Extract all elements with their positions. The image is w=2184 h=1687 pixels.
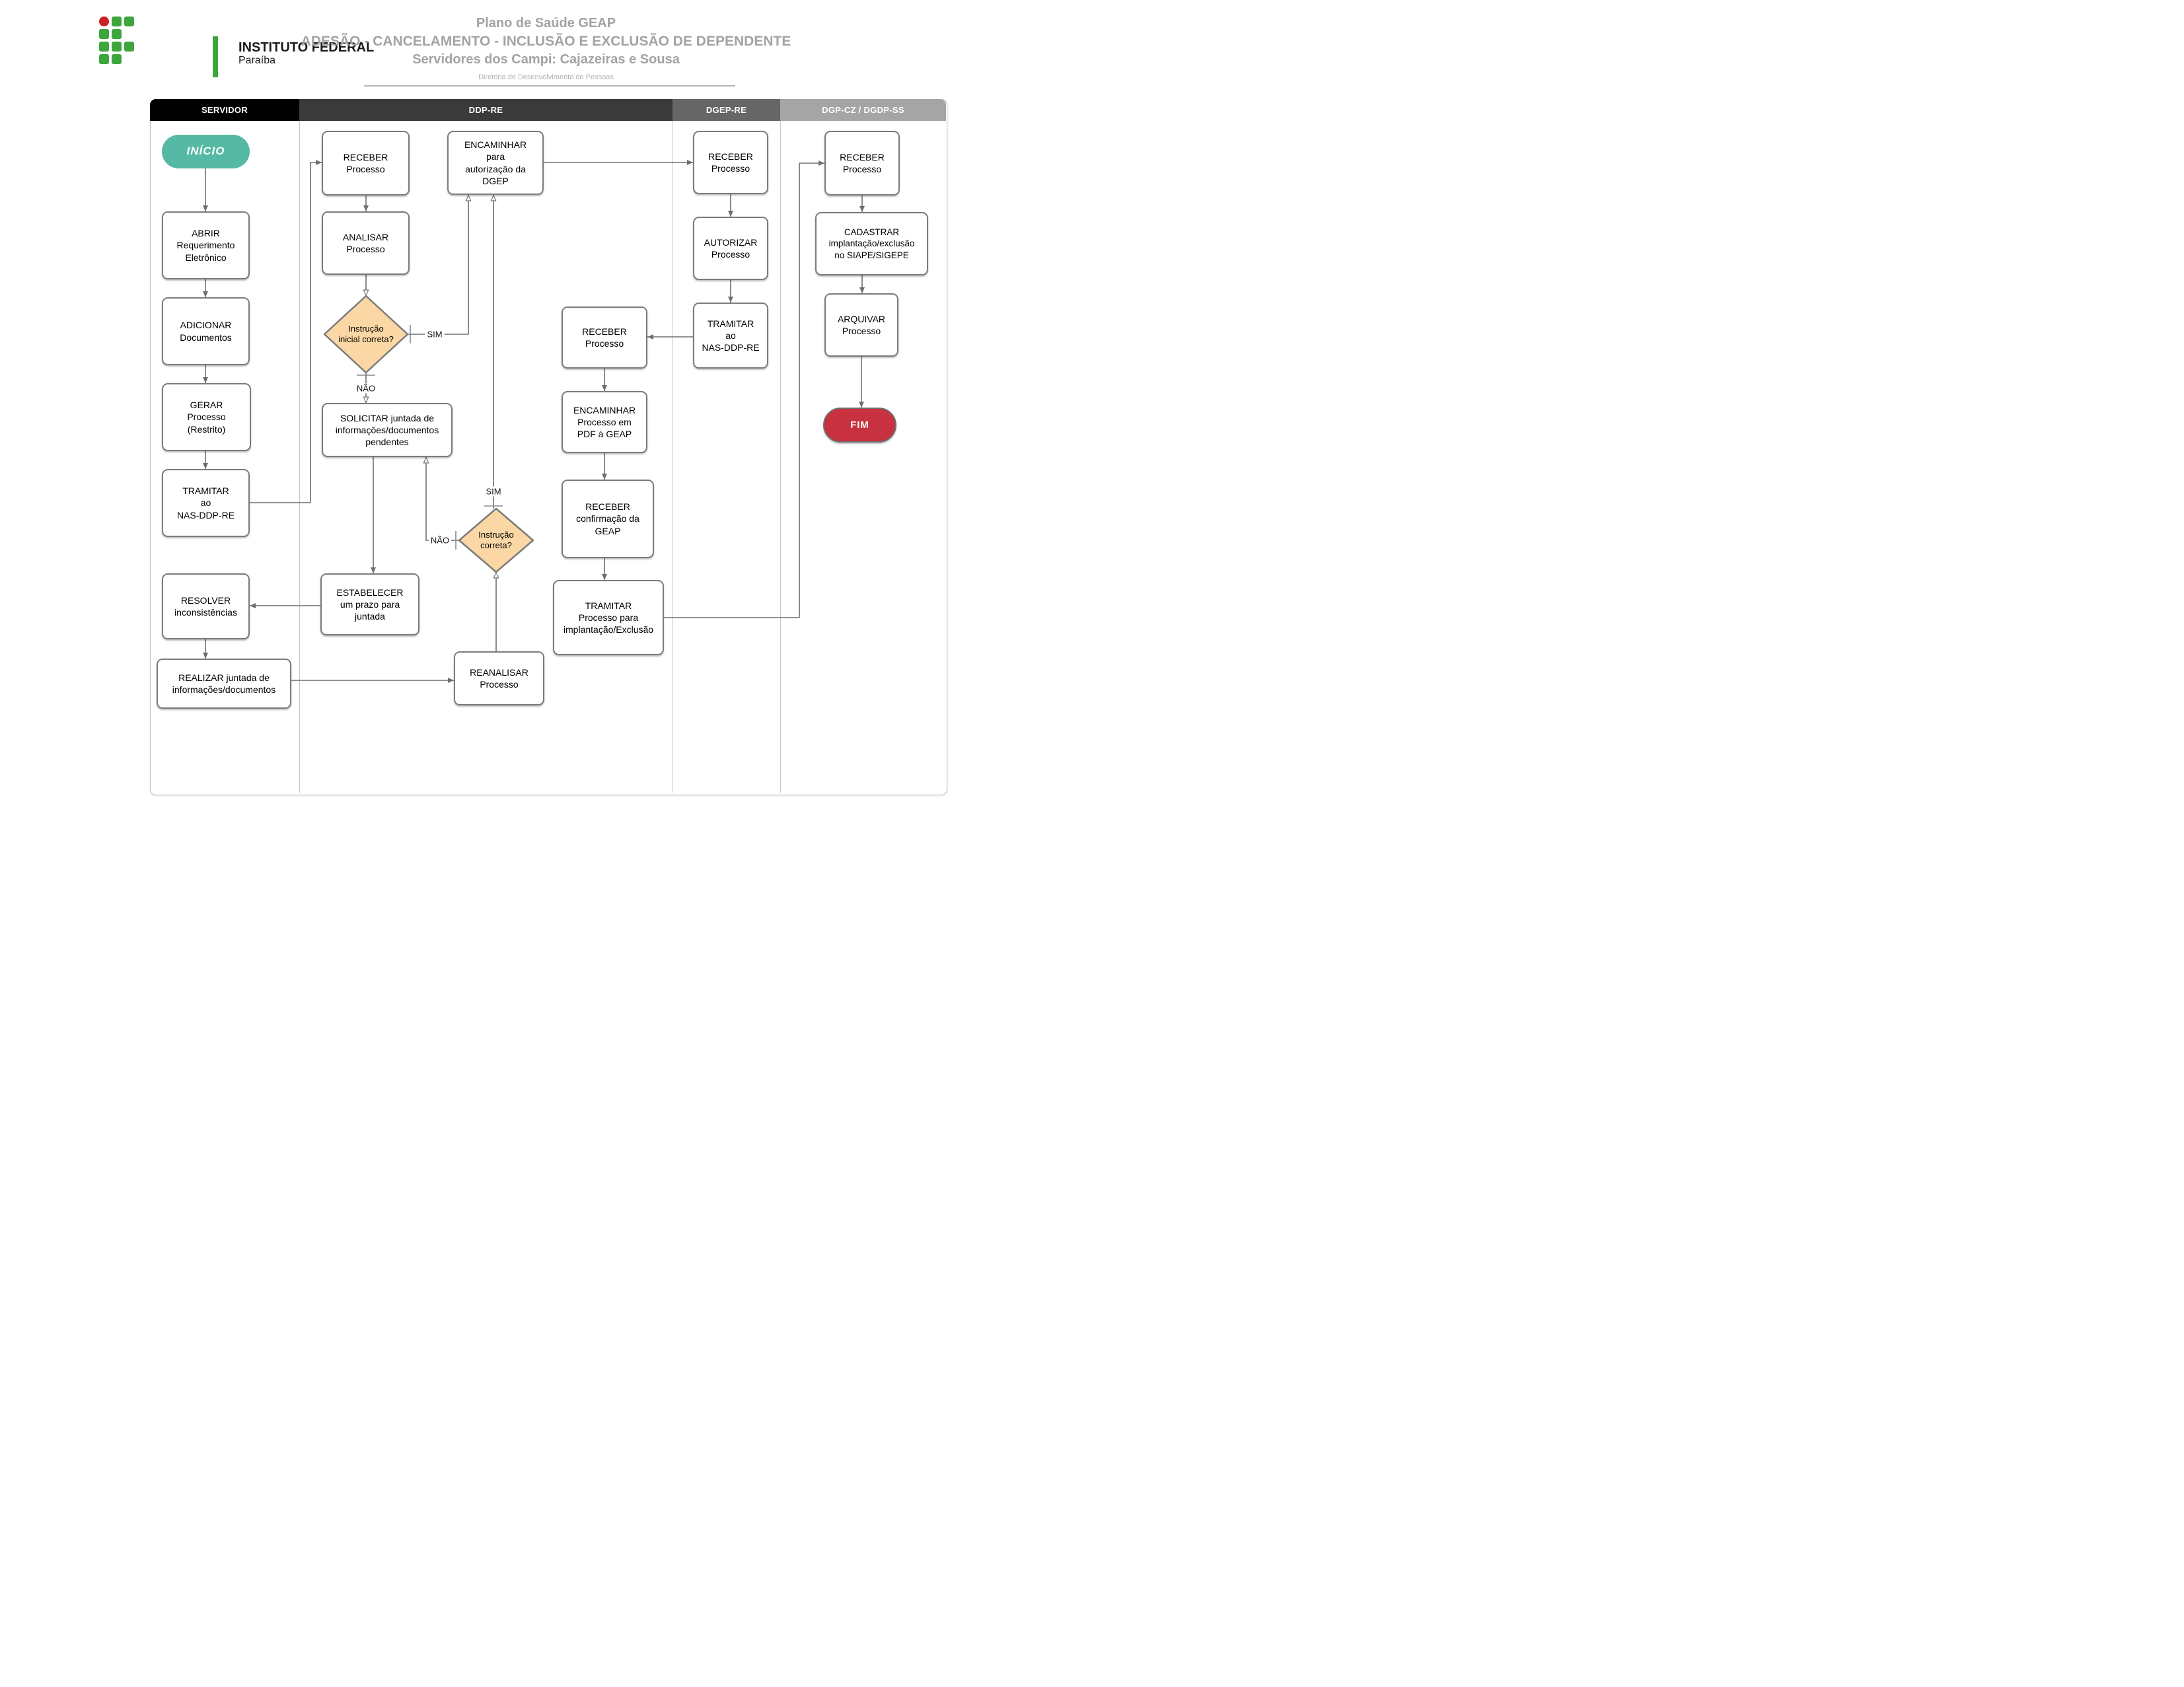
lane-header-dgp-cz-dgdp-ss: DGP-CZ / DGDP-SS (780, 99, 946, 121)
title-line-1: Plano de Saúde GEAP (476, 16, 616, 30)
node-arquivar-processo: ARQUIVAR Processo (824, 293, 898, 357)
ifpb-logo-icon (99, 17, 134, 64)
node-tramitar-implantacao: TRAMITAR Processo para implantação/Exclu… (553, 580, 664, 655)
title-line-2: ADESÃO - CANCELAMENTO - INCLUSÃO E EXCLU… (301, 34, 791, 49)
lane-header-ddp-re: DDP-RE (299, 99, 673, 121)
lane-header-servidor: SERVIDOR (150, 99, 299, 121)
node-abrir-requerimento: ABRIR Requerimento Eletrônico (162, 211, 250, 279)
node-receber-processo-ddp2: RECEBER Processo (562, 306, 647, 369)
node-encaminhar-pdf-geap: ENCAMINHAR Processo em PDF à GEAP (562, 391, 647, 453)
node-inicio: INÍCIO (162, 135, 250, 168)
decision-instrucao-label: Instrução correta? (478, 529, 514, 550)
node-analisar-processo: ANALISAR Processo (322, 211, 410, 275)
edge-label-nao-2: NÃO (428, 535, 452, 546)
node-tramitar-nas-servidor: TRAMITAR ao NAS-DDP-RE (162, 469, 250, 537)
node-adicionar-documentos: ADICIONAR Documentos (162, 297, 250, 365)
edge-label-sim-1: SIM (425, 329, 445, 340)
lane-header-dgep-re: DGEP-RE (673, 99, 780, 121)
node-gerar-processo: GERAR Processo (Restrito) (162, 383, 251, 451)
node-receber-processo-dgp: RECEBER Processo (824, 131, 900, 196)
decision-instrucao-inicial-label: Instrução inicial correta? (338, 323, 394, 344)
lane-divider (780, 121, 781, 793)
node-encaminhar-autorizacao-dgep: ENCAMINHAR para autorização da DGEP (447, 131, 544, 195)
node-solicitar-juntada: SOLICITAR juntada de informações/documen… (322, 403, 453, 457)
edge-label-sim-2: SIM (484, 486, 503, 497)
node-tramitar-nas-dgep: TRAMITAR ao NAS-DDP-RE (693, 303, 768, 369)
lane-divider (299, 121, 300, 793)
ifpb-logo: INSTITUTO FEDERAL Paraíba (99, 17, 377, 77)
node-estabelecer-prazo: ESTABELECER um prazo para juntada (320, 573, 419, 635)
node-reanalisar-processo: REANALISAR Processo (454, 651, 544, 705)
logo-institution: INSTITUTO FEDERAL (238, 40, 375, 55)
node-autorizar-processo: AUTORIZAR Processo (693, 217, 768, 280)
title-divider (364, 85, 735, 87)
logo-campus: Paraíba (238, 55, 276, 66)
node-fim: FIM (823, 408, 896, 443)
edge-label-nao-1: NÃO (354, 383, 378, 394)
node-realizar-juntada: REALIZAR juntada de informações/document… (157, 659, 291, 709)
node-resolver-inconsistencias: RESOLVER inconsistências (162, 573, 250, 639)
node-receber-confirmacao-geap: RECEBER confirmação da GEAP (562, 480, 654, 558)
flowchart-page: INSTITUTO FEDERAL Paraíba Plano de Saúde… (0, 0, 1092, 844)
node-receber-processo-ddp: RECEBER Processo (322, 131, 410, 196)
subtitle: Diretoria de Desenvolvimento de Pessoas (478, 73, 614, 81)
node-cadastrar-siape: CADASTRAR implantação/exclusão no SIAPE/… (815, 212, 928, 275)
logo-bridge (213, 36, 218, 77)
node-receber-processo-dgep: RECEBER Processo (693, 131, 768, 194)
title-line-3: Servidores dos Campi: Cajazeiras e Sousa (412, 52, 680, 67)
